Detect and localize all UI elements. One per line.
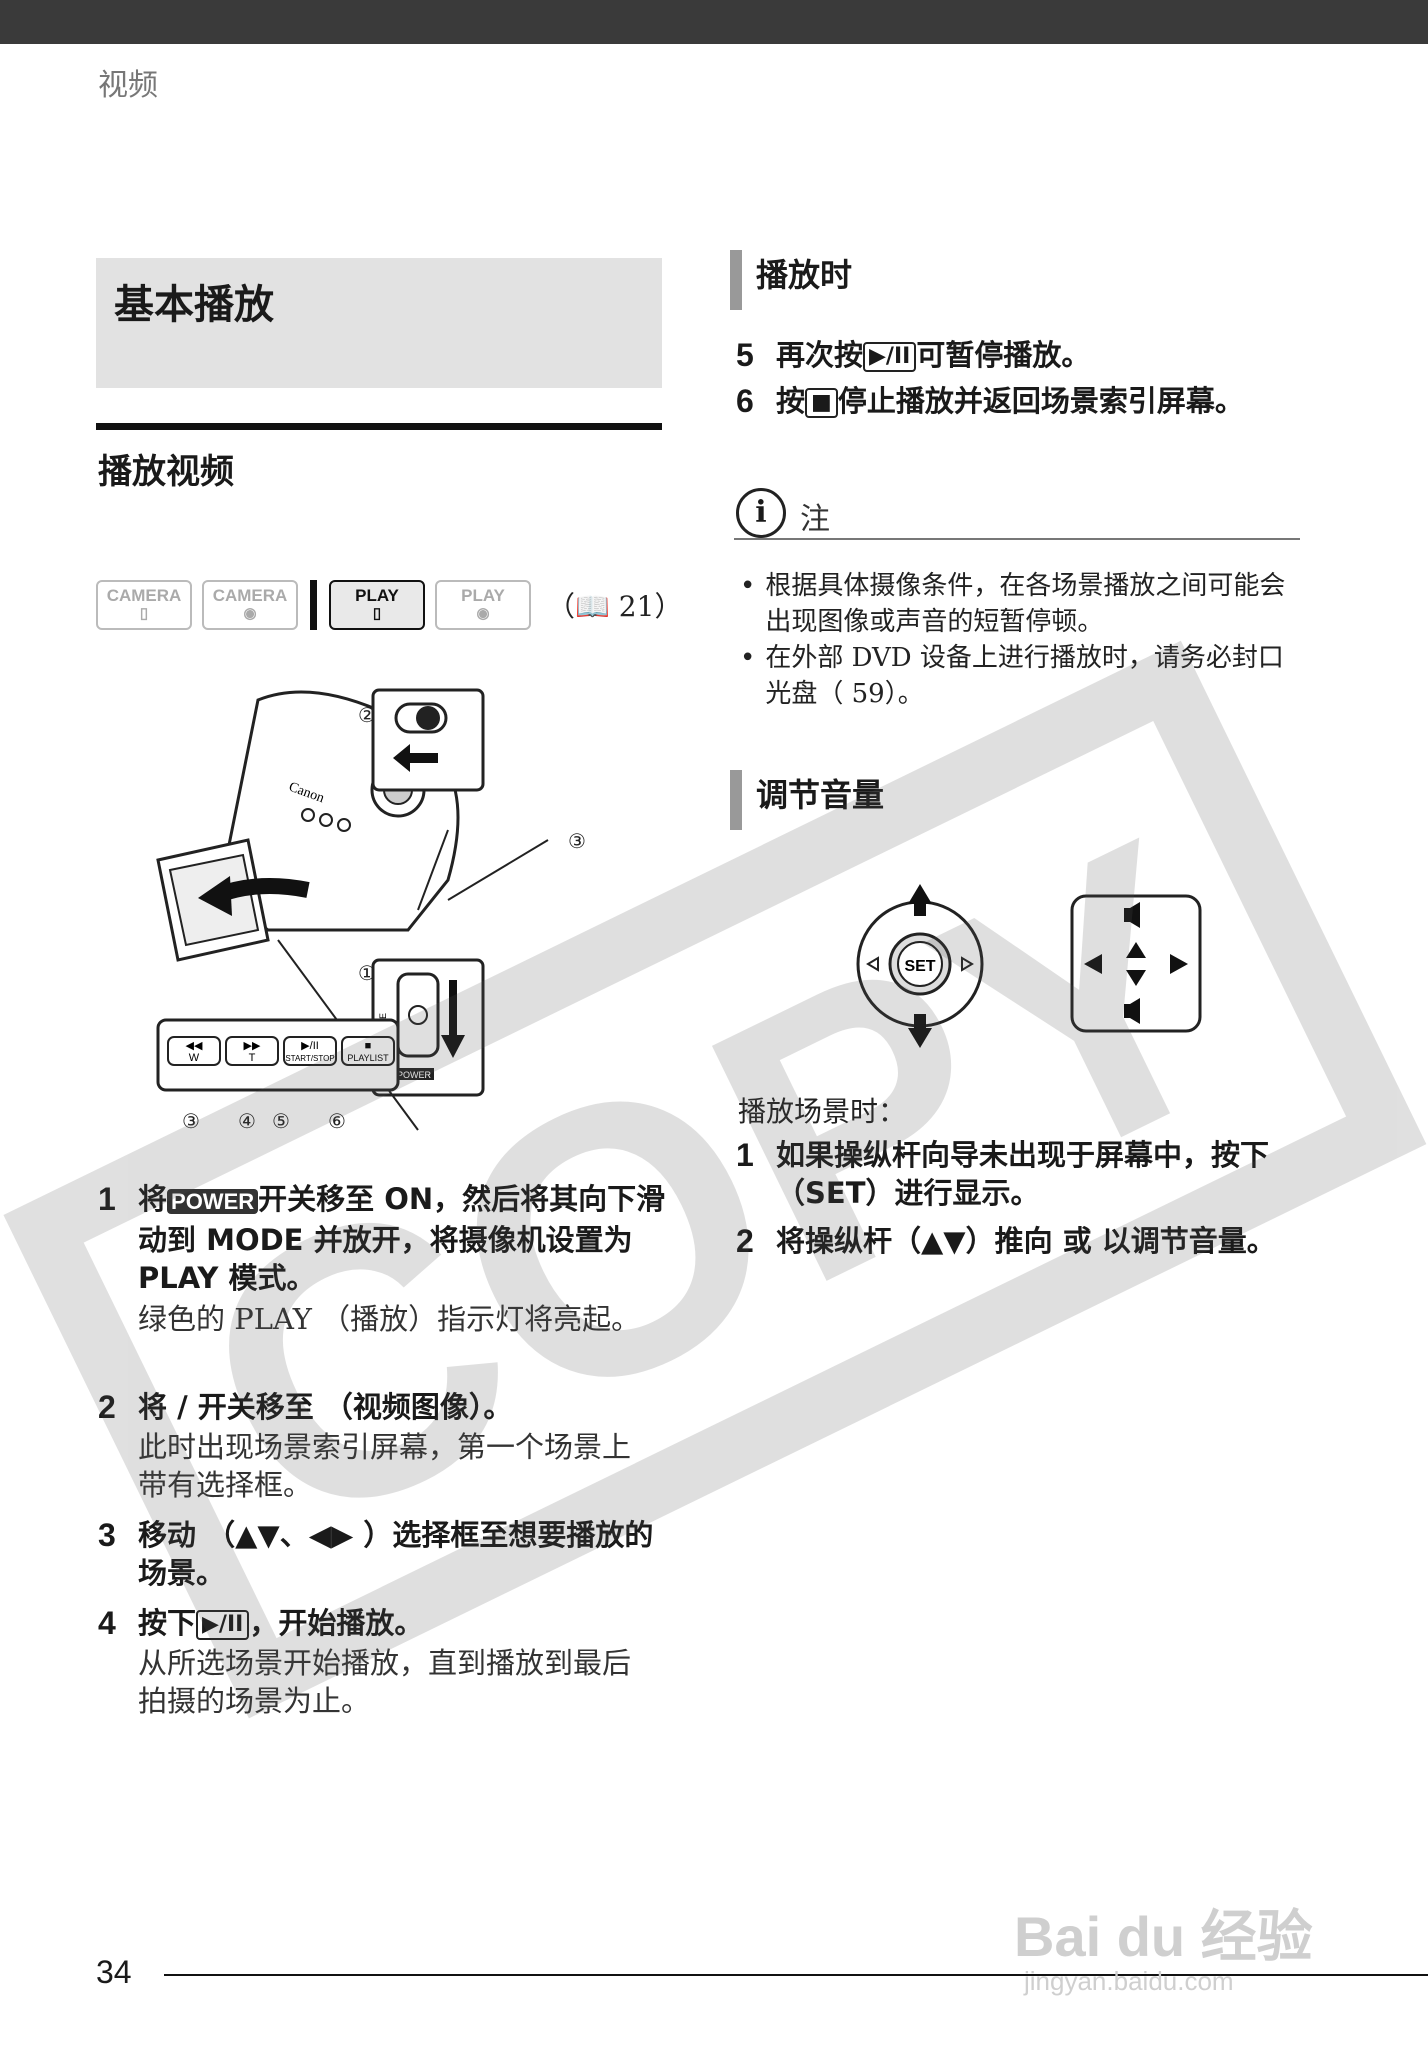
note-item-1: •根据具体摄像条件，在各场景播放之间可能会出现图像或声音的短暂停顿。 [740, 571, 1286, 637]
page-title-box: 基本播放 [96, 258, 662, 388]
page-number: 34 [96, 1954, 132, 1990]
note-title: 注 [800, 502, 830, 537]
button-label-start-stop: START/STOP [285, 1054, 334, 1063]
stop-key: ■ [805, 388, 838, 418]
top-bar [0, 0, 1428, 44]
movie-icon: ▯ [139, 605, 149, 622]
title-rule [96, 423, 662, 430]
page-reference: （📖 21） [547, 590, 683, 623]
footer-rule [164, 1974, 1428, 1976]
callout-2: ② [358, 703, 376, 727]
skip-forward-icon [1170, 954, 1188, 974]
section-title-play-video: 播放视频 [98, 452, 234, 492]
fast-forward-icon: ▶▶ [244, 1040, 261, 1052]
volume-up-icon [1124, 902, 1140, 928]
callout-5: ⑤ [272, 1109, 290, 1133]
subsection-title-volume: 调节音量 [756, 776, 885, 814]
subsection-bar [730, 250, 742, 310]
skip-back-icon [1084, 954, 1102, 974]
callout-4: ④ [238, 1109, 256, 1133]
subsection-title-during-play: 播放时 [756, 256, 853, 294]
baidu-watermark: Bai du 经验 jingyan.baidu.com [1014, 1905, 1313, 1996]
play-pause-key: ▶/II [196, 1610, 250, 1640]
callout-3-top: ③ [568, 829, 586, 853]
book-icon: 📖 [575, 590, 610, 623]
power-label: POWER [397, 1070, 432, 1080]
page-title: 基本播放 [114, 282, 274, 328]
set-button-label: SET [904, 958, 935, 975]
subsection-bar [730, 770, 742, 830]
camera-icon: ◉ [243, 605, 257, 622]
bullet-icon: • [740, 571, 756, 601]
callout-3: ③ [182, 1109, 200, 1133]
mode-camera-photo: CAMERA◉ [202, 580, 298, 630]
joystick-illustration: SET [856, 884, 1202, 1048]
rewind-icon: ◀◀ [186, 1040, 203, 1052]
mode-camera-movie: CAMERA▯ [96, 580, 192, 630]
section-label: 视频 [98, 68, 158, 103]
mode-separator [310, 580, 317, 630]
button-label-w: W [189, 1052, 200, 1064]
note-rule [734, 538, 1300, 540]
camcorder-illustration: Canon POWER MODE ◀◀ W ▶▶ T ▶/II START/ST… [156, 688, 586, 1133]
callout-1: ① [358, 961, 376, 985]
power-key: POWER [167, 1189, 259, 1214]
camera-icon: ◉ [476, 605, 490, 622]
mode-play-photo: PLAY◉ [435, 580, 531, 630]
info-icon: i [736, 488, 786, 538]
button-label-playlist: PLAYLIST [347, 1053, 389, 1063]
volume-down-icon [1124, 998, 1140, 1024]
note-item-2: •在外部 DVD 设备上进行播放时，请务必封口光盘（ 59）。 [740, 643, 1284, 709]
button-label-t: T [249, 1052, 256, 1064]
volume-intro: 播放场景时： [738, 1095, 907, 1128]
mode-play-movie: PLAY▯ [329, 580, 425, 630]
movie-icon: ▯ [372, 605, 382, 622]
play-pause-key: ▶/II [863, 342, 917, 372]
stop-icon: ■ [365, 1040, 372, 1052]
play-pause-icon: ▶/II [301, 1040, 319, 1052]
callout-6: ⑥ [328, 1109, 346, 1133]
bullet-icon: • [740, 643, 756, 673]
mode-indicator-row: CAMERA▯ CAMERA◉ PLAY▯ PLAY◉ （📖 21） [96, 578, 682, 632]
